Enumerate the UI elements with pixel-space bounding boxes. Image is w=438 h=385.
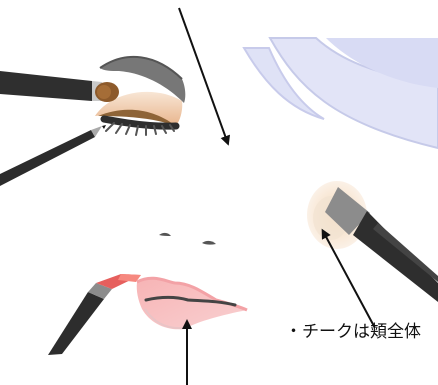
eyeshadow-brush-icon	[0, 71, 119, 102]
lips-icon	[137, 278, 247, 329]
cheek-caption: ・チークは頬全体	[285, 324, 421, 341]
hair-icon	[244, 38, 438, 148]
eyeliner-pencil-icon	[0, 125, 106, 186]
blush-brush-icon	[307, 181, 438, 302]
arrow-forehead	[179, 8, 227, 141]
arrow-cheek	[324, 233, 375, 328]
nose-icon	[159, 233, 216, 245]
lipstick-icon	[48, 274, 141, 355]
